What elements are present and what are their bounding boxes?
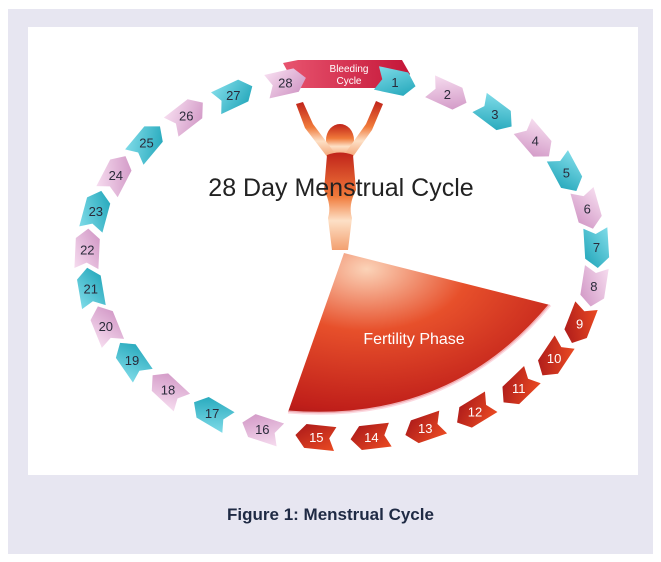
day-marker-14: 14 <box>349 423 391 451</box>
day-number-20: 20 <box>99 319 113 334</box>
day-marker-1: 1 <box>374 66 418 98</box>
day-marker-3: 3 <box>472 93 518 136</box>
day-marker-20: 20 <box>87 302 124 348</box>
day-number-28: 28 <box>278 76 292 91</box>
day-marker-8: 8 <box>579 265 609 308</box>
day-number-11: 11 <box>512 381 526 396</box>
fertility-phase-label: Fertility Phase <box>363 331 464 348</box>
day-number-18: 18 <box>161 383 175 398</box>
day-marker-2: 2 <box>425 75 471 113</box>
day-marker-16: 16 <box>239 411 284 446</box>
day-marker-23: 23 <box>79 188 113 233</box>
day-number-1: 1 <box>391 75 398 90</box>
day-marker-19: 19 <box>110 336 152 383</box>
day-number-25: 25 <box>139 136 153 151</box>
day-number-23: 23 <box>89 204 103 219</box>
day-number-3: 3 <box>491 107 498 122</box>
day-number-19: 19 <box>125 353 139 368</box>
day-number-13: 13 <box>418 421 432 436</box>
day-number-9: 9 <box>576 316 583 331</box>
day-number-10: 10 <box>547 351 561 366</box>
day-marker-26: 26 <box>164 93 210 136</box>
day-marker-15: 15 <box>294 423 336 451</box>
day-number-7: 7 <box>593 240 600 255</box>
figure-caption: Figure 1: Menstrual Cycle <box>0 505 661 525</box>
bleeding-label-line2: Cycle <box>336 76 361 87</box>
diagram-title: 28 Day Menstrual Cycle <box>208 174 473 202</box>
day-marker-21: 21 <box>75 266 105 309</box>
day-marker-7: 7 <box>583 227 609 268</box>
day-number-6: 6 <box>584 202 591 217</box>
day-number-12: 12 <box>468 405 482 420</box>
day-number-2: 2 <box>444 87 451 102</box>
day-number-26: 26 <box>179 109 193 124</box>
day-marker-12: 12 <box>451 391 498 432</box>
day-marker-22: 22 <box>74 228 100 269</box>
day-marker-24: 24 <box>96 151 136 198</box>
day-marker-6: 6 <box>570 187 604 232</box>
day-marker-9: 9 <box>561 301 598 347</box>
day-number-21: 21 <box>83 281 97 296</box>
day-marker-5: 5 <box>547 150 587 197</box>
day-number-22: 22 <box>80 243 94 258</box>
day-number-24: 24 <box>109 168 123 183</box>
day-number-17: 17 <box>205 406 219 421</box>
day-marker-13: 13 <box>401 411 447 447</box>
day-marker-17: 17 <box>188 392 235 433</box>
day-number-14: 14 <box>364 430 378 445</box>
day-number-27: 27 <box>226 88 240 103</box>
day-marker-4: 4 <box>514 118 558 164</box>
day-number-15: 15 <box>309 430 323 445</box>
day-number-5: 5 <box>563 166 570 181</box>
bleeding-label-line1: Bleeding <box>330 64 369 75</box>
day-number-8: 8 <box>590 279 597 294</box>
day-marker-25: 25 <box>125 119 169 165</box>
day-number-4: 4 <box>532 134 539 149</box>
day-number-16: 16 <box>255 422 269 437</box>
day-marker-18: 18 <box>144 367 190 412</box>
day-marker-10: 10 <box>532 335 574 382</box>
day-marker-11: 11 <box>495 366 540 411</box>
day-marker-27: 27 <box>211 75 257 114</box>
